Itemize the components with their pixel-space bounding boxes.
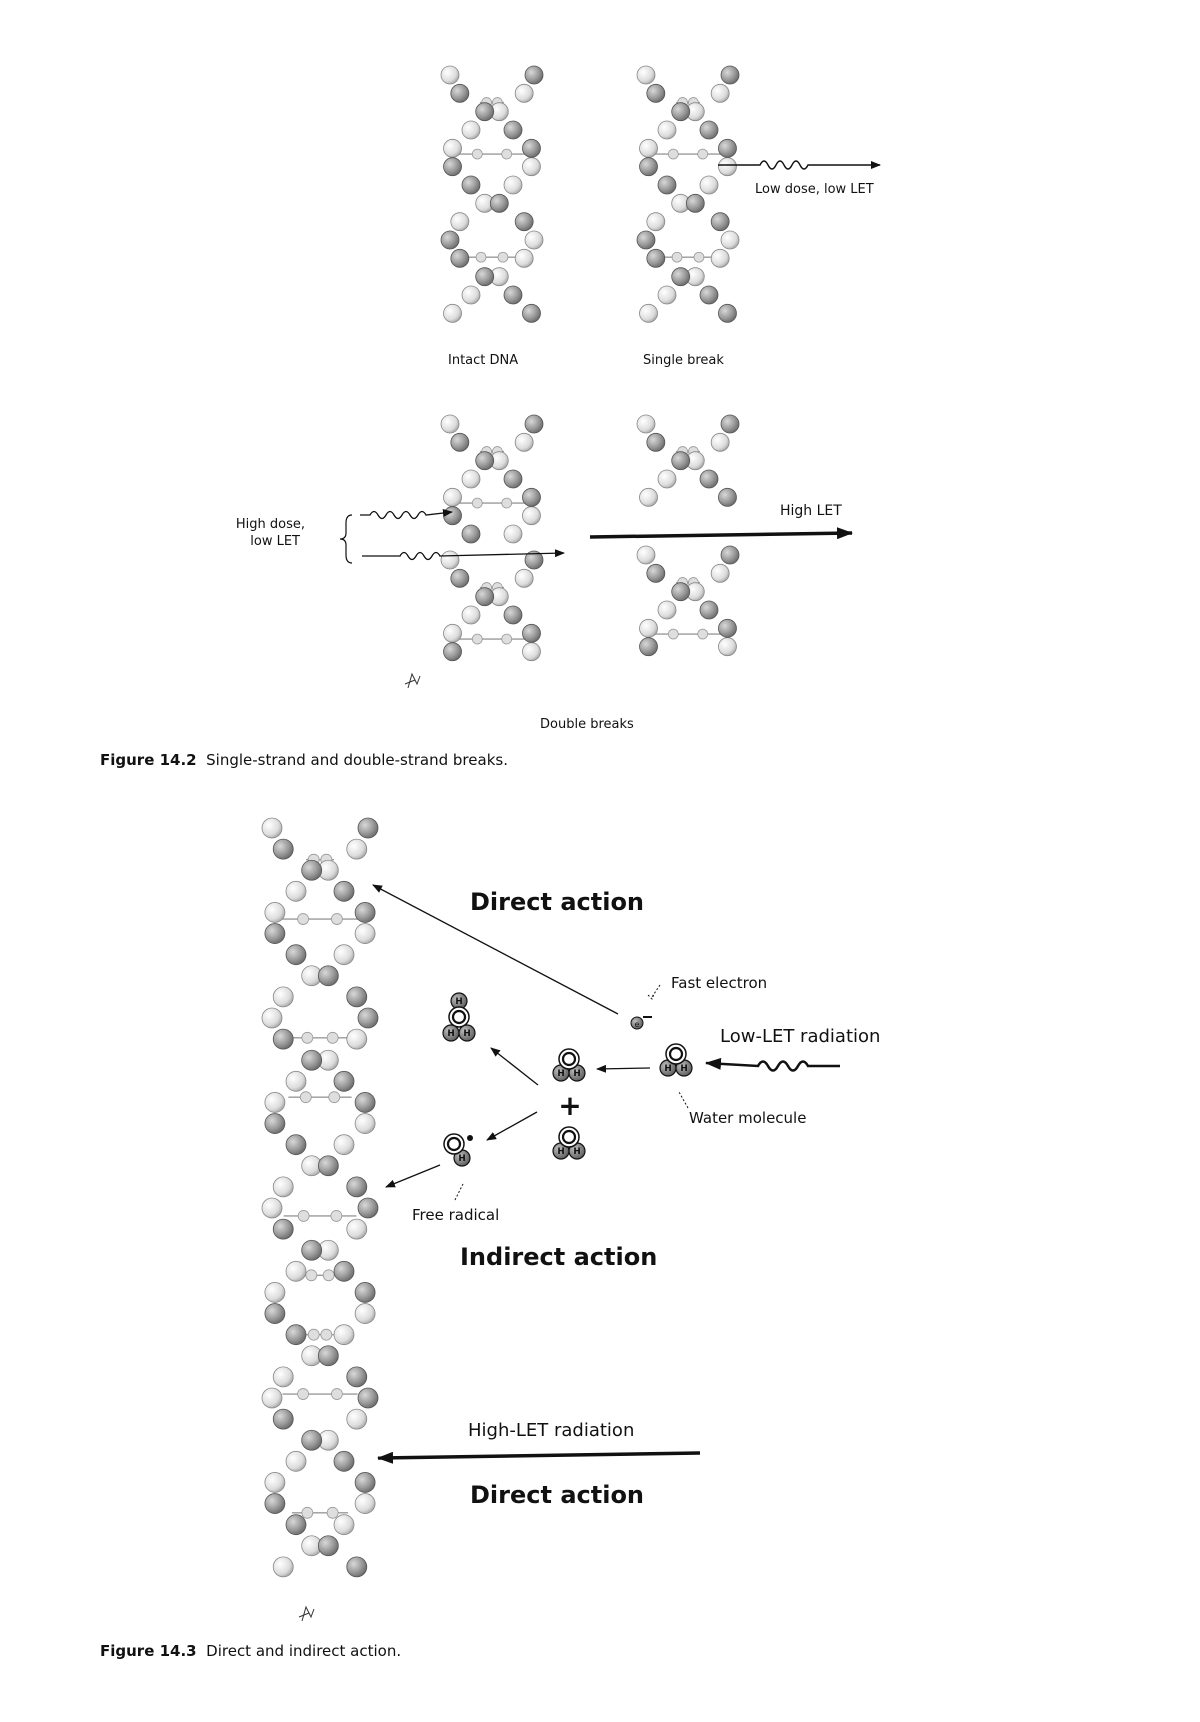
water-molecule-label: Water molecule [689,1109,806,1127]
svg-text:H: H [455,997,462,1007]
high-dose-arrow-upper [360,509,453,520]
fast-electron-label: Fast electron [671,974,767,992]
svg-text:H: H [458,1154,465,1164]
water-molecule-pointer [678,1091,689,1109]
low-let-radiation-label: Low-LET radiation [720,1026,880,1047]
svg-text:H: H [557,1147,564,1157]
dna-helix-double-high-let-upper [636,414,740,507]
svg-text:H: H [463,1029,470,1039]
high-let-radiation-label: High-LET radiation [468,1420,634,1441]
figure-14-2-caption: Figure 14.2 Single-strand and double-str… [100,751,508,769]
free-radical-label: Free radical [412,1206,499,1224]
fast-electron-pointer [647,984,661,1000]
svg-text:H: H [664,1064,671,1074]
high-let-radiation-arrow [377,1451,701,1464]
arrow-ion-to-radical [486,1111,538,1141]
direct-action-arrow [372,884,619,1015]
dna-helix-intact [440,65,544,323]
direct-action-bottom-label: Direct action [470,1481,644,1509]
svg-text:e: e [635,1020,640,1029]
electron-icon: e [630,1016,652,1030]
high-dose-label-line2: low LET [250,534,300,549]
dna-helix-long [261,817,379,1578]
dna-helix-double-low-let-lower [440,550,544,662]
indirect-action-label: Indirect action [460,1243,657,1271]
direct-action-top-label: Direct action [470,888,644,916]
high-let-arrow [589,527,853,540]
plus-sign: + [558,1089,581,1122]
free-radical-pointer [454,1183,464,1201]
low-dose-low-let-label: Low dose, low LET [755,182,874,197]
arrow-water-to-ion [596,1064,651,1073]
arrow-ion-to-water [490,1047,539,1086]
svg-text:H: H [447,1029,454,1039]
low-let-radiation-arrow [718,160,881,170]
arrow-radical-to-dna [385,1164,441,1188]
svg-text:H: H [557,1069,564,1079]
svg-text:H: H [573,1147,580,1157]
dna-helix-double-high-let-lower [636,545,740,657]
high-let-label: High LET [780,503,842,519]
high-dose-label-line1: High dose, [236,517,305,532]
dna-helices [261,65,740,1578]
high-dose-arrow-lower [362,549,565,561]
svg-text:H: H [680,1064,687,1074]
dna-helix-single-break [636,65,740,323]
low-let-radiation-wave-arrow [705,1057,840,1072]
figure-14-3-caption: Figure 14.3 Direct and indirect action. [100,1642,402,1660]
high-dose-brace [339,514,353,564]
svg-text:H: H [573,1069,580,1079]
artist-signature-mark [298,1605,315,1622]
double-breaks-label: Double breaks [540,717,634,732]
free-radical-icon: H [443,1133,473,1167]
dna-helix-double-low-let-upper [440,414,544,544]
intact-dna-label: Intact DNA [448,353,518,368]
artist-signature-mark [404,672,421,689]
single-break-label: Single break [643,353,724,368]
